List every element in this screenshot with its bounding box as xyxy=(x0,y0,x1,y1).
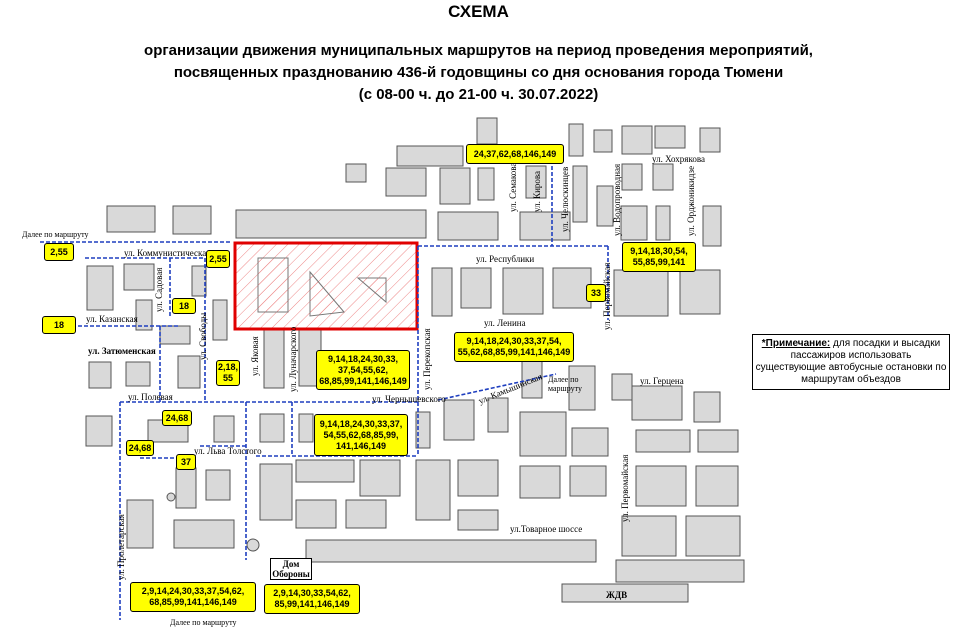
route-box-center: 9,14,18,24,30,33, 37,54,55,62, 68,85,99,… xyxy=(316,350,410,390)
label-dalee-top: Далее по маршруту xyxy=(22,230,89,239)
route-box-bottom-mid: 2,9,14,30,33,54,62, 85,99,141,146,149 xyxy=(264,584,360,614)
street-kirova: ул. Кирова xyxy=(532,171,542,212)
street-sadovaya: ул. Садовая xyxy=(154,268,164,312)
route-box-2-55-mid: 2,55 xyxy=(206,250,230,268)
street-kazanskaya: ул. Казанская xyxy=(86,314,138,324)
route-box-top: 24,37,62,68,146,149 xyxy=(466,144,564,164)
label-dalee-kamysh: Далее по маршруту xyxy=(548,375,583,393)
street-semakova: ул. Семакова xyxy=(508,163,518,212)
route-box-chernyshevskogo: 9,14,18,24,30,33,37, 54,55,62,68,85,99, … xyxy=(314,414,408,456)
route-box-2-55-left: 2,55 xyxy=(44,243,74,261)
street-lva-tolstogo: ул. Льва Толстого xyxy=(194,446,262,456)
street-tovarnoe-shosse: ул.Товарное шоссе xyxy=(510,524,582,534)
route-box-33: 33 xyxy=(586,284,606,302)
street-proletarskaya: ул. Пролетарская xyxy=(116,514,126,580)
bypass-routes xyxy=(40,160,609,620)
street-kommunisticheskaya: ул. Коммунистическая xyxy=(124,248,210,258)
street-khokhryakova: ул. Хохрякова xyxy=(652,154,705,164)
street-chelyuskintsev: ул. Челюскинцев xyxy=(560,167,570,232)
street-pervomayskaya: ул. Первомайская xyxy=(602,263,612,330)
route-box-bottom-left: 2,9,14,24,30,33,37,54,62, 68,85,99,141,1… xyxy=(130,582,256,612)
street-luncharskogo: ул. Луначарского xyxy=(288,326,298,392)
note-text: для посадки и высадки пассажиров использ… xyxy=(755,338,947,385)
street-vodoprovodnaya: ул. Водопроводная xyxy=(612,164,622,236)
route-box-right-top: 9,14,18,30,54, 55,85,99,141 xyxy=(622,242,696,272)
street-zhdv: ЖДВ xyxy=(606,590,627,600)
closed-zone xyxy=(233,241,419,331)
scheme-subtitle-2: посвященных празднованию 436-й годовщины… xyxy=(173,64,784,81)
street-polevaya: ул. Полевая xyxy=(128,392,173,402)
route-box-18-mid: 18 xyxy=(172,298,196,314)
route-box-24-68-a: 24,68 xyxy=(162,410,192,426)
street-lenina: ул. Ленина xyxy=(484,318,526,328)
scheme-date: (с 08-00 ч. до 21-00 ч. 30.07.2022) xyxy=(358,86,599,103)
scheme-subtitle-1: организации движения муниципальных маршр… xyxy=(144,42,813,59)
street-svobody: ул. Свободы xyxy=(198,313,208,360)
street-ordzhonikidze: ул. Орджоникидзе xyxy=(686,166,696,236)
route-box-lenina: 9,14,18,24,30,33,37,54, 55,62,68,85,99,1… xyxy=(454,332,574,362)
note-heading: *Примечание: xyxy=(761,338,831,349)
route-box-18-left: 18 xyxy=(42,316,76,334)
buildings xyxy=(85,117,745,603)
street-zatyumenskaya: ул. Затюменская xyxy=(88,346,156,356)
label-dalee-bottom: Далее по маршруту xyxy=(170,618,237,627)
note-box: *Примечание: для посадки и высадки пасса… xyxy=(752,334,950,390)
street-perekopskaya: ул. Перекопская xyxy=(422,328,432,390)
street-respubliki: ул. Республики xyxy=(476,254,534,264)
route-box-24-68-b: 24,68 xyxy=(126,440,154,456)
street-yakovaya: ул. Яковая xyxy=(250,336,260,376)
street-gertsena: ул. Герцена xyxy=(640,376,684,386)
street-chernyshevskogo: ул. Чернышевского xyxy=(372,394,446,404)
route-box-2-18-55: 2,18, 55 xyxy=(216,360,240,386)
scheme-title: СХЕМА xyxy=(448,2,509,21)
street-pervomayskaya-south: ул. Первомайская xyxy=(620,455,630,522)
label-dom-oborony: Дом Обороны xyxy=(270,558,312,580)
route-box-37: 37 xyxy=(176,454,196,470)
